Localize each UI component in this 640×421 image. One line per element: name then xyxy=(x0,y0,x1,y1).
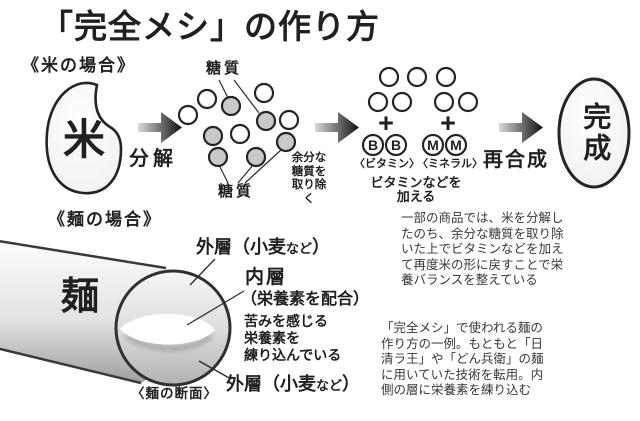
rice-explanation-note: 一部の商品では、米を分解し たのち、余分な糖質を取り除 いた上でビタミンなどを加… xyxy=(401,211,564,288)
mineral-m-letter: M xyxy=(427,137,439,153)
outer-layer-text: 外層（小麦 xyxy=(196,237,286,257)
rice-case-heading: 《米の場合》 xyxy=(22,56,136,75)
inner-layer-title: 内層 xyxy=(245,267,288,288)
plus-sign-vitamin: + xyxy=(378,108,394,138)
outer-layer-text-close: ） xyxy=(342,374,361,394)
sugar-label-bottom: 糖質 xyxy=(218,183,255,200)
result-oval-shape xyxy=(557,77,631,189)
outer-layer-label-bottom: 外層（小麦など） xyxy=(226,374,360,395)
mineral-label: 〈ミネラル〉 xyxy=(417,158,483,170)
vitamin-b-letter: B xyxy=(390,137,402,153)
inner-layer-subtitle: （栄養素を配合） xyxy=(241,291,370,308)
remove-arrow-icon xyxy=(315,112,359,143)
noodle-label: 麺 xyxy=(61,276,100,318)
vitamin-b-circles xyxy=(361,133,408,157)
decompose-arrow-icon xyxy=(138,112,182,143)
inner-layer-lens-shape xyxy=(120,313,215,345)
sugar-leader-lines xyxy=(218,79,282,184)
noodle-tube-top-edge xyxy=(0,240,167,270)
decomposed-molecules xyxy=(177,82,300,168)
mineral-m-circles xyxy=(421,133,468,157)
sugar-label-top: 糖質 xyxy=(206,60,243,77)
inner-layer-note: 苦みを感じる 栄養素を 練り込んでいる xyxy=(244,313,342,363)
sugar-molecules-gray xyxy=(202,95,297,168)
outer-layer-text-small: など xyxy=(316,378,343,393)
remove-sugar-note: 余分な 糖質を 取り除く xyxy=(291,152,327,205)
cross-section-caption: 〈麺の断面〉 xyxy=(131,386,218,401)
recompose-arrow-icon xyxy=(499,112,543,143)
outer-layer-text-small: など xyxy=(286,241,313,256)
layer-leader-lines xyxy=(186,258,245,380)
outer-layer-label-top: 外層（小麦など） xyxy=(196,237,330,258)
complete-label: 完成 xyxy=(580,102,612,164)
noodle-explanation-note: 「完全メシ」で使われる麺の 作り方の一例。もともと「日 清ラ王」や「どん兵衛」の… xyxy=(381,321,544,398)
rice-grain-shape xyxy=(45,81,123,195)
page-title: 「完全メシ」の作り方 xyxy=(40,8,380,45)
vitamin-b-letter: B xyxy=(367,137,379,153)
mineral-m-letter: M xyxy=(450,137,462,153)
recompose-label: 再合成 xyxy=(483,149,549,171)
outer-layer-text-close: ） xyxy=(312,237,331,257)
remaining-molecules xyxy=(367,66,479,113)
add-vitamins-note: ビタミンなどを 加える xyxy=(370,175,462,205)
rice-grain-label: 米 xyxy=(62,116,105,163)
noodle-case-heading: 《麺の場合》 xyxy=(48,210,162,229)
noodle-tube-bottom-edge xyxy=(0,347,142,385)
outer-layer-text: 外層（小麦 xyxy=(226,374,316,394)
inner-layer-shadow xyxy=(124,332,214,351)
plus-sign-mineral: + xyxy=(440,108,456,138)
decompose-label: 分解 xyxy=(129,148,177,170)
vitamin-label: 〈ビタミン〉 xyxy=(354,158,420,170)
